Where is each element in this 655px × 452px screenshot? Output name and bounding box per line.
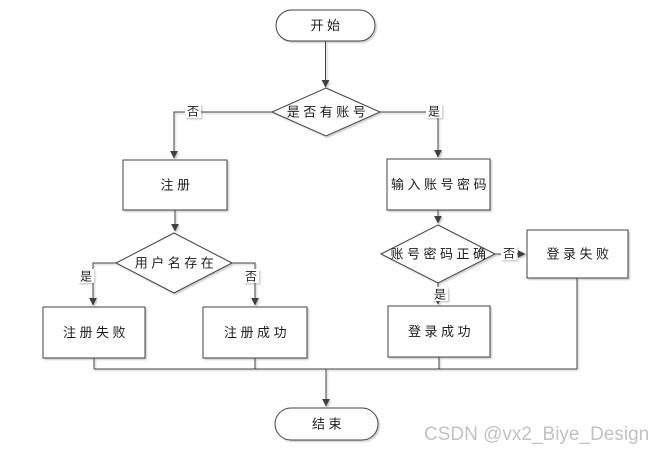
register-fail-rect-shape [42, 306, 146, 359]
credentials-correct-label: 账号密码正确 [390, 247, 489, 263]
username-exists-diamond-shape [114, 232, 234, 294]
label-background [426, 104, 442, 118]
csdn-watermark: CSDN @vx2_Biye_Design [424, 424, 649, 445]
edge-label-text: 否 [503, 247, 515, 261]
start-label: 开始 [310, 19, 343, 34]
label-background [243, 269, 259, 283]
edge-label-text: 否 [187, 105, 199, 119]
edges [89, 41, 578, 407]
register-rect-shape [122, 159, 228, 211]
end-terminator-shape [274, 407, 379, 441]
edge-has-account-yes-to-enter-credentials [380, 111, 442, 158]
register-success-label: 注册成功 [224, 326, 290, 341]
register-success-process: 注册成功 [202, 306, 308, 359]
start-node: 开始 [275, 9, 376, 42]
edge-label-text: 是 [428, 105, 440, 119]
label-background [501, 246, 517, 260]
edge-username-exists-yes-to-register-fail [89, 262, 116, 306]
edge-label-username-exists-no: 否 [243, 269, 259, 284]
has-account-diamond-shape [270, 87, 382, 137]
edge-label-has-account-yes: 是 [426, 104, 442, 119]
enter-credentials-label: 输入账号密码 [391, 177, 490, 193]
edge-has-account-no-to-register [170, 111, 272, 159]
username-exists-label: 用户名存在 [135, 256, 218, 272]
edge-label-credentials-yes: 是 [432, 287, 448, 302]
edge-username-exists-no-to-register-success [232, 262, 259, 306]
end-node: 结束 [274, 407, 379, 441]
enter-credentials-rect-shape [386, 158, 491, 211]
end-label: 结束 [312, 418, 345, 433]
login-success-process: 登录成功 [387, 305, 491, 358]
register-label: 注册 [160, 179, 193, 194]
edge-label-credentials-no: 否 [501, 246, 517, 261]
label-background [78, 269, 94, 283]
edge-label-text: 是 [80, 270, 92, 284]
username-exists-decision: 用户名存在 [114, 232, 234, 294]
credentials-correct-decision: 账号密码正确 [379, 224, 497, 284]
credentials-correct-diamond-shape [379, 224, 497, 284]
edge-label-text: 否 [245, 270, 257, 284]
login-success-label: 登录成功 [408, 325, 474, 340]
label-background [185, 104, 201, 118]
edge-label-has-account-no: 否 [185, 104, 201, 119]
login-success-rect-shape [387, 305, 491, 358]
edge-label-text: 是 [434, 288, 446, 302]
register-success-rect-shape [202, 306, 308, 359]
login-fail-label: 登录失败 [546, 248, 612, 263]
edge-label-username-exists-yes: 是 [78, 269, 94, 284]
register-fail-process: 注册失败 [42, 306, 146, 359]
start-terminator-shape [275, 9, 376, 42]
has-account-decision: 是否有账号 [270, 87, 382, 137]
enter-credentials-process: 输入账号密码 [386, 158, 491, 211]
login-fail-process: 登录失败 [526, 229, 629, 279]
register-process: 注册 [122, 159, 228, 211]
register-fail-label: 注册失败 [63, 326, 129, 341]
label-background [432, 287, 448, 301]
login-fail-rect-shape [526, 229, 629, 279]
has-account-label: 是否有账号 [287, 106, 370, 121]
